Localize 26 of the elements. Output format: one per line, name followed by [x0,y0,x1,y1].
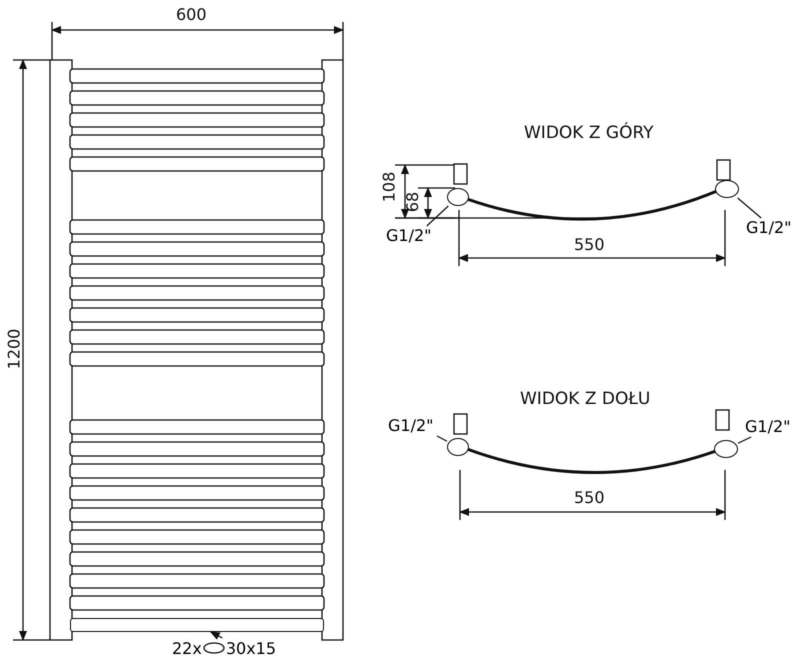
dimension-label: 108 [380,172,398,202]
leader-line [426,206,449,226]
thread-label: G1/2" [386,226,446,246]
leader-line [738,436,752,444]
leader-line [436,435,448,442]
dimension-label: 68 [404,192,422,212]
view-title: WIDOK Z GÓRY [524,124,654,142]
heating-pipe [466,190,718,220]
pipe-connector [447,188,469,206]
tube-bar [70,618,324,632]
view-title: WIDOK Z DOŁU [520,390,650,408]
pipe-connector [714,440,738,458]
leader-line [210,631,223,640]
dimension-label: 550 [574,489,605,507]
tube-count-label: 22x [172,638,202,658]
dimension-label: 550 [574,236,605,254]
heating-pipe [466,448,716,474]
pipe-connector [715,180,739,198]
thread-label: G1/2" [746,218,800,238]
leader-line [737,198,762,218]
thread-label: G1/2" [745,417,799,437]
thread-label: G1/2" [388,416,448,436]
dimension-label: 1200 [5,328,24,370]
pipe-connector [447,438,469,456]
tube-size-label: 30x15 [226,638,276,658]
dimension-label: 600 [176,6,207,24]
